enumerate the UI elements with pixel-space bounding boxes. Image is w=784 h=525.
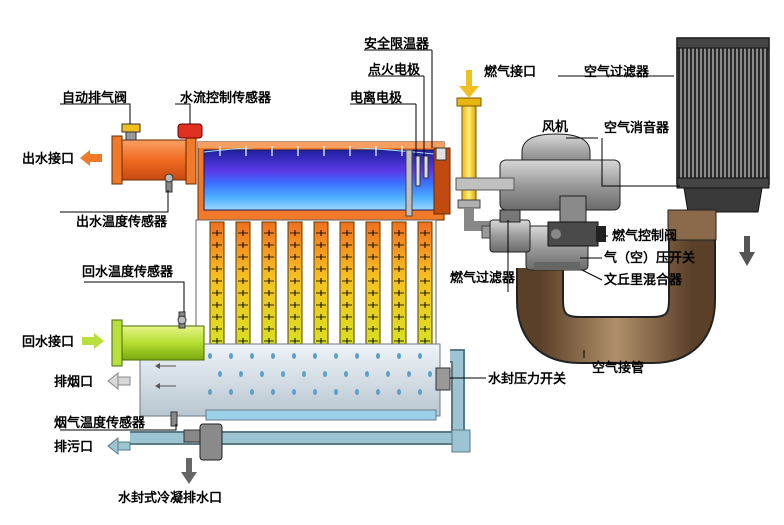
label-gas-air-pressure-switch: 气（空）压开关 bbox=[604, 250, 695, 266]
return-arrow bbox=[82, 333, 104, 349]
label-air-pipe: 空气接管 bbox=[592, 360, 644, 376]
label-safety-limiter: 安全限温器 bbox=[364, 36, 430, 52]
label-gas-control-valve: 燃气控制阀 bbox=[612, 228, 677, 244]
air-flow-arrow bbox=[739, 236, 755, 266]
label-air-silencer: 空气消音器 bbox=[604, 120, 670, 136]
air-pipe bbox=[516, 209, 717, 364]
flue-flow-arrows bbox=[155, 363, 176, 389]
label-gas-filter: 燃气过滤器 bbox=[450, 270, 516, 286]
label-water-seal-pressure-switch: 水封压力开关 bbox=[488, 371, 566, 387]
air-filter bbox=[676, 37, 770, 189]
condensate-droplet bbox=[418, 353, 422, 359]
air-silencer bbox=[683, 187, 763, 213]
condensate-droplet bbox=[260, 371, 264, 377]
gas-filter bbox=[489, 209, 531, 253]
condensate-droplet bbox=[313, 389, 317, 395]
label-condensate-drain: 水封式冷凝排水口 bbox=[118, 490, 222, 506]
boiler-shell bbox=[197, 141, 451, 221]
condensate-droplet bbox=[334, 353, 338, 359]
label-flue-temp-sensor: 烟气温度传感器 bbox=[54, 415, 146, 431]
label-return-temp-sensor: 回水温度传感器 bbox=[82, 264, 174, 280]
condensate-droplet bbox=[292, 389, 296, 395]
label-water-outlet: 出水接口 bbox=[22, 151, 74, 167]
condensate-droplet bbox=[355, 353, 359, 359]
flue-temp-sensor bbox=[170, 411, 178, 427]
label-gas-inlet: 燃气接口 bbox=[484, 64, 536, 80]
return-pipe bbox=[111, 319, 205, 367]
condensate-arrow bbox=[181, 458, 197, 484]
gas-pipe bbox=[455, 97, 515, 239]
condensate-droplet bbox=[250, 389, 254, 395]
condensate-droplet bbox=[239, 371, 243, 377]
condensate-droplet bbox=[365, 371, 369, 377]
label-outlet-temp-sensor: 出水温度传感器 bbox=[76, 214, 168, 230]
leader-lines bbox=[60, 49, 680, 431]
condensate-droplet bbox=[323, 371, 327, 377]
condensate-droplet bbox=[302, 371, 306, 377]
condensate-droplet bbox=[355, 389, 359, 395]
condensate-droplet bbox=[208, 353, 212, 359]
condensate-droplet bbox=[407, 371, 411, 377]
condensate-droplet bbox=[344, 371, 348, 377]
condensate-droplet bbox=[250, 353, 254, 359]
heat-exchanger-tubes bbox=[209, 221, 433, 345]
condensate-droplet bbox=[376, 353, 380, 359]
burner-gas-line bbox=[405, 149, 413, 217]
condensate-droplet bbox=[397, 353, 401, 359]
condensate-droplet bbox=[386, 371, 390, 377]
condensate-trap bbox=[183, 423, 223, 461]
label-fan: 风机 bbox=[542, 119, 568, 135]
condensate-droplet bbox=[281, 371, 285, 377]
condensate-droplet bbox=[229, 353, 233, 359]
condensate-droplet bbox=[271, 353, 275, 359]
outlet-temp-sensor bbox=[164, 173, 174, 193]
burner-markers bbox=[219, 146, 403, 156]
label-water-return: 回水接口 bbox=[22, 334, 74, 350]
safety-limiter bbox=[435, 147, 447, 161]
ionization-electrode bbox=[415, 155, 421, 187]
label-ignition-electrode: 点火电极 bbox=[368, 62, 421, 78]
return-temp-sensor bbox=[177, 311, 187, 329]
label-layer: 安全限温器 点火电极 电离电极 燃气接口 空气过滤器 自动排气阀 水流控制传感器… bbox=[22, 36, 695, 506]
condensate-droplets bbox=[208, 353, 432, 395]
condensate-droplet bbox=[313, 353, 317, 359]
label-ionization-electrode: 电离电极 bbox=[350, 90, 403, 106]
label-auto-vent-valve: 自动排气阀 bbox=[62, 90, 127, 106]
label-flue-outlet: 排烟口 bbox=[54, 374, 93, 390]
auto-vent-valve bbox=[121, 123, 141, 141]
condensate-droplet bbox=[334, 389, 338, 395]
flue-arrow bbox=[107, 371, 131, 391]
label-air-filter: 空气过滤器 bbox=[584, 64, 650, 80]
gas-inlet-arrow bbox=[459, 70, 479, 98]
condensate-droplet bbox=[428, 371, 432, 377]
condensate-droplet bbox=[376, 389, 380, 395]
condensate-droplet bbox=[208, 389, 212, 395]
condensate-droplet bbox=[218, 371, 222, 377]
condensate-droplet bbox=[397, 389, 401, 395]
ignition-electrode bbox=[423, 155, 429, 179]
drain-arrow bbox=[107, 436, 131, 456]
water-seal-pressure-switch bbox=[435, 367, 451, 391]
outlet-manifold bbox=[111, 135, 197, 185]
drain-pipe bbox=[130, 349, 471, 453]
condensate-droplet bbox=[418, 389, 422, 395]
gas-control-valve bbox=[547, 221, 606, 247]
label-drain-outlet: 排污口 bbox=[54, 439, 93, 455]
label-water-flow-sensor: 水流控制传感器 bbox=[180, 90, 272, 106]
water-flow-sensor bbox=[177, 123, 203, 139]
condensate-droplet bbox=[229, 389, 233, 395]
outlet-arrow bbox=[80, 150, 102, 166]
condensate-droplet bbox=[271, 389, 275, 395]
condensate-droplet bbox=[292, 353, 296, 359]
label-venturi-mixer: 文丘里混合器 bbox=[604, 272, 683, 288]
